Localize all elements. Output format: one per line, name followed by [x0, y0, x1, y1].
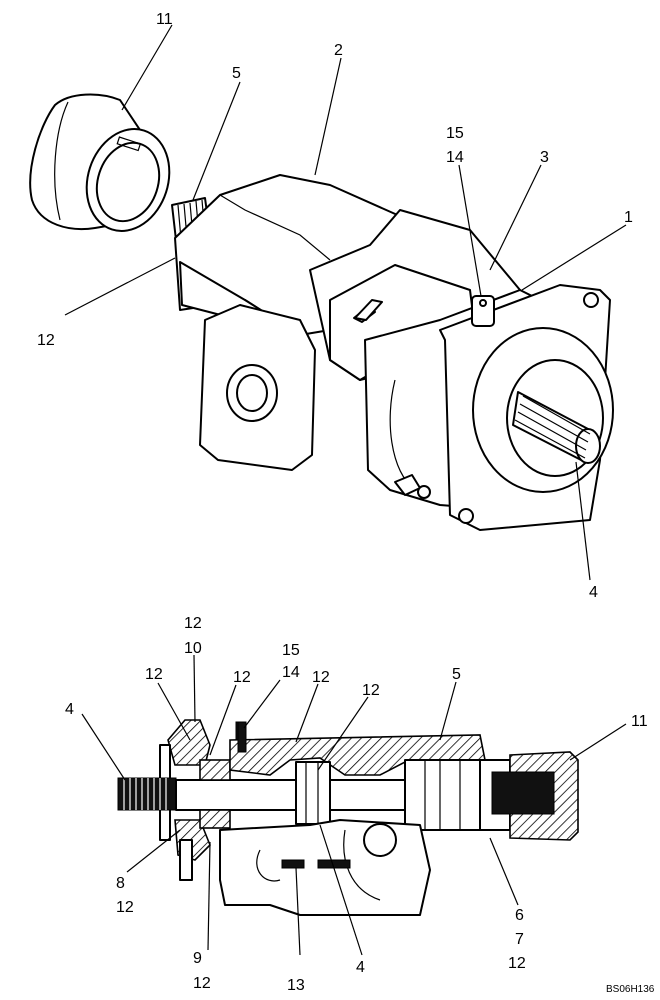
section-bleed-fitting [237, 721, 247, 753]
callout-12-e: 12 [116, 899, 134, 916]
top-leader-lines [64, 24, 627, 581]
pump-cross-section-view: 12 10 15 14 12 12 12 12 5 4 11 8 12 9 12… [65, 615, 648, 994]
section-main-housing [229, 734, 486, 831]
callout-14: 14 [282, 664, 300, 681]
callout-9: 9 [193, 950, 202, 967]
callout-5: 5 [232, 65, 241, 82]
side-port-boss-part [199, 304, 316, 471]
callout-10: 10 [184, 640, 202, 657]
callout-12: 12 [37, 332, 55, 349]
callout-12-top: 12 [184, 615, 202, 632]
bottom-leader-lines [81, 654, 627, 956]
callout-12-a: 12 [145, 666, 163, 683]
callout-4: 4 [589, 584, 598, 601]
rotation-arrow: 1 [354, 299, 383, 321]
callout-12-d: 12 [362, 682, 380, 699]
callout-12-f: 12 [193, 975, 211, 992]
pump-isometric-view: 1 11 5 2 15 14 3 1 12 4 [29, 11, 633, 601]
section-coupling [479, 751, 579, 841]
bleed-fitting-part [471, 295, 495, 327]
section-lower-housing [219, 819, 431, 916]
callout-12-b: 12 [233, 669, 251, 686]
callout-11: 11 [631, 713, 648, 730]
callout-8: 8 [116, 875, 125, 892]
callout-12-c: 12 [312, 669, 330, 686]
callout-3: 3 [540, 149, 549, 166]
callout-12-g: 12 [508, 955, 526, 972]
callout-5: 5 [452, 666, 461, 683]
callout-6: 6 [515, 907, 524, 924]
output-shaft-spline-part [512, 391, 601, 464]
callout-14: 14 [446, 149, 464, 166]
callout-1: 1 [624, 209, 633, 226]
callout-2: 2 [334, 42, 343, 59]
callout-15: 15 [446, 125, 464, 142]
callout-7: 7 [515, 931, 524, 948]
callout-13: 13 [287, 977, 305, 994]
callout-4-bottom: 4 [356, 959, 365, 976]
callout-15: 15 [282, 642, 300, 659]
callout-4-left: 4 [65, 701, 74, 718]
coupling-sleeve-part [29, 93, 171, 232]
figure-code: BS06H136 [606, 984, 655, 995]
callout-11: 11 [156, 11, 173, 28]
